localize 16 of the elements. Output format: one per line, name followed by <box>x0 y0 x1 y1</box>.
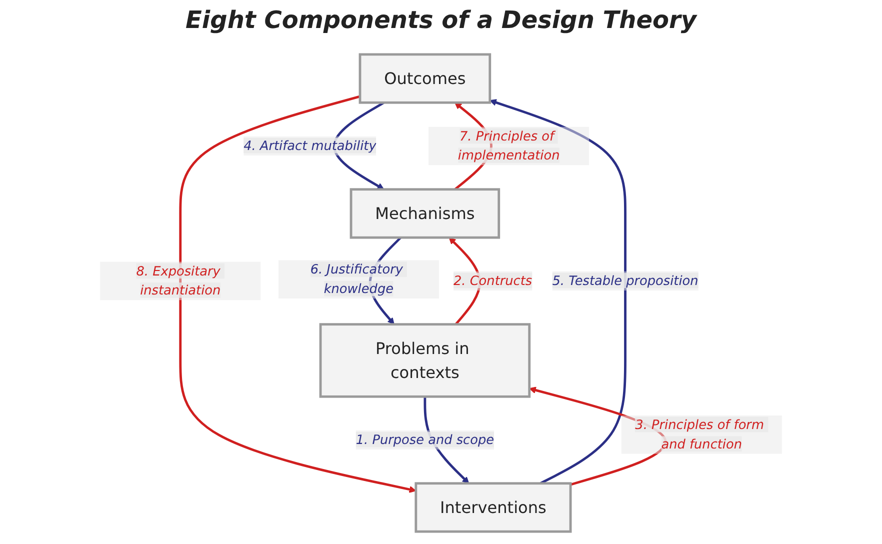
edge-label: 8. Expositary instantiation <box>136 263 221 298</box>
node-box: Mechanisms <box>350 188 500 239</box>
edge-label: 5. Testable proposition <box>552 272 698 288</box>
node-box: Outcomes <box>358 53 492 104</box>
edge-label: 6. Justificatory knowledge <box>310 262 403 296</box>
edge-label: 4. Artifact mutability <box>244 138 376 154</box>
arrow <box>332 102 384 190</box>
node-box: Problems in contexts <box>319 323 531 398</box>
node-box: Interventions <box>414 482 572 533</box>
edge-label: 7. Principles of implementation <box>458 128 560 163</box>
edge-label: 2. Contructs <box>453 272 532 288</box>
edge-label: 3. Principles of form and function <box>635 416 764 452</box>
edge-label: 1. Purpose and scope <box>356 432 494 448</box>
arrow <box>179 95 416 493</box>
arrow <box>490 99 626 484</box>
diagram-title: Eight Components of a Design Theory <box>184 6 698 34</box>
